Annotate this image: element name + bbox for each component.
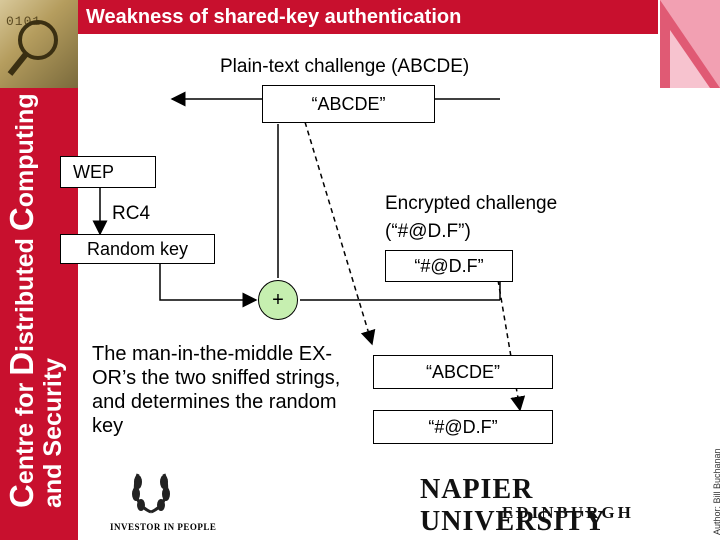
explanation-text: The man-in-the-middle EX-OR’s the two sn… [92,343,341,437]
encrypted-box: “#@D.F” [385,250,513,282]
sniff-arrow-1 [304,121,376,346]
sniffed-box-1: “ABCDE” [373,355,553,389]
rc4-label: RC4 [112,203,151,224]
random-key-box: Random key [60,234,215,264]
sniffed-box-2-text: “#@D.F” [428,416,498,437]
sniffed-box-2: “#@D.F” [373,410,553,444]
logo-tile: 0101 [0,0,78,88]
corner-decoration [660,0,720,88]
random-key-box-text: Random key [86,238,189,259]
encrypted-box-text: “#@D.F” [414,255,484,276]
wep-box: WEP [60,156,156,188]
encrypted-caption-line-1: Encrypted challenge [385,193,558,214]
author-credit: Author: Bill Buchanan [712,448,720,535]
key-to-xor-line [159,264,258,308]
sniff-arrow-2 [497,279,526,412]
challenge-box: “ABCDE” [262,85,435,123]
slide-title-text: Weakness of shared-key authentication [86,5,462,28]
magnifier-icon [7,20,58,76]
wep-box-text: WEP [73,161,115,182]
encrypted-caption-line-2: (“#@D.F”) [385,221,471,242]
laurel-wreath-icon [132,473,170,514]
sniffed-box-1-text: “ABCDE” [425,361,500,382]
challenge-box-text: “ABCDE” [311,93,386,114]
investor-in-people-text: INVESTOR IN PEOPLE [110,522,217,532]
challenge-caption: Plain-text challenge (ABCDE) [220,56,470,77]
corner-shape-icon [660,0,720,88]
slide-title: Weakness of shared-key authentication [78,0,658,34]
university-name: NAPIER UNIVERSITY [420,474,606,537]
xor-node: + [258,280,298,320]
xor-symbol: + [272,288,284,311]
university-city: EDINBURGH [502,503,634,522]
